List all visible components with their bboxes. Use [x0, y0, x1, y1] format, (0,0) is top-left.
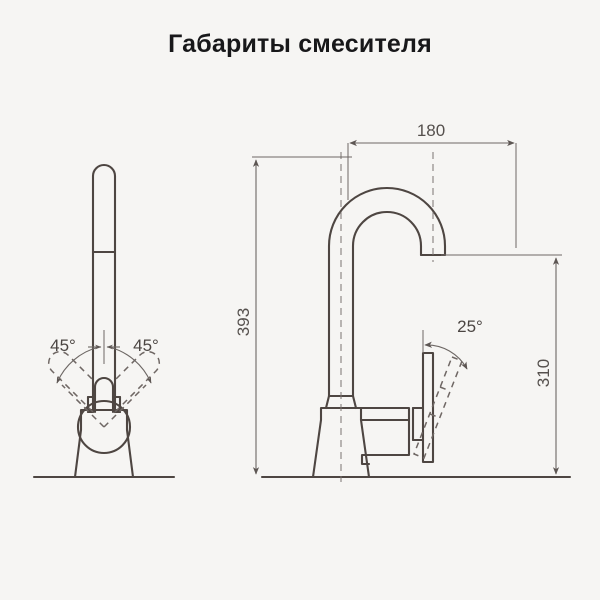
dimension-310-group: 310: [441, 254, 562, 475]
handle-angle-label: 25°: [457, 317, 483, 336]
handle-angle-arc: [424, 341, 468, 370]
handle-paddle: [421, 351, 435, 464]
side-view-group: 25°: [260, 152, 572, 482]
spout-outer-curve: [327, 187, 447, 398]
angle-label-left: 45°: [50, 336, 76, 355]
angle-arc-left: [56, 346, 100, 384]
page-title: Габариты смесителя: [168, 30, 432, 58]
dim-180-label: 180: [417, 121, 445, 140]
front-view-inner-sleeve: [93, 376, 115, 414]
dimension-393-group: 393: [234, 156, 352, 475]
spout-inner-curve: [351, 210, 423, 398]
front-view-ghost-right: [103, 350, 161, 428]
dim-310-label: 310: [534, 359, 553, 387]
angle-label-right: 45°: [133, 336, 159, 355]
front-view-rotation-body: [76, 399, 132, 455]
angle-arc-right: [108, 346, 152, 384]
front-view-column: [91, 164, 117, 414]
handle-ghost-tilted: [413, 356, 463, 459]
front-view-group: 45° 45°: [32, 164, 176, 479]
handle-arm: [354, 406, 411, 466]
dim-393-label: 393: [234, 308, 253, 336]
front-view-ghost-left: [47, 350, 105, 428]
dimension-180-group: 180: [347, 121, 517, 248]
